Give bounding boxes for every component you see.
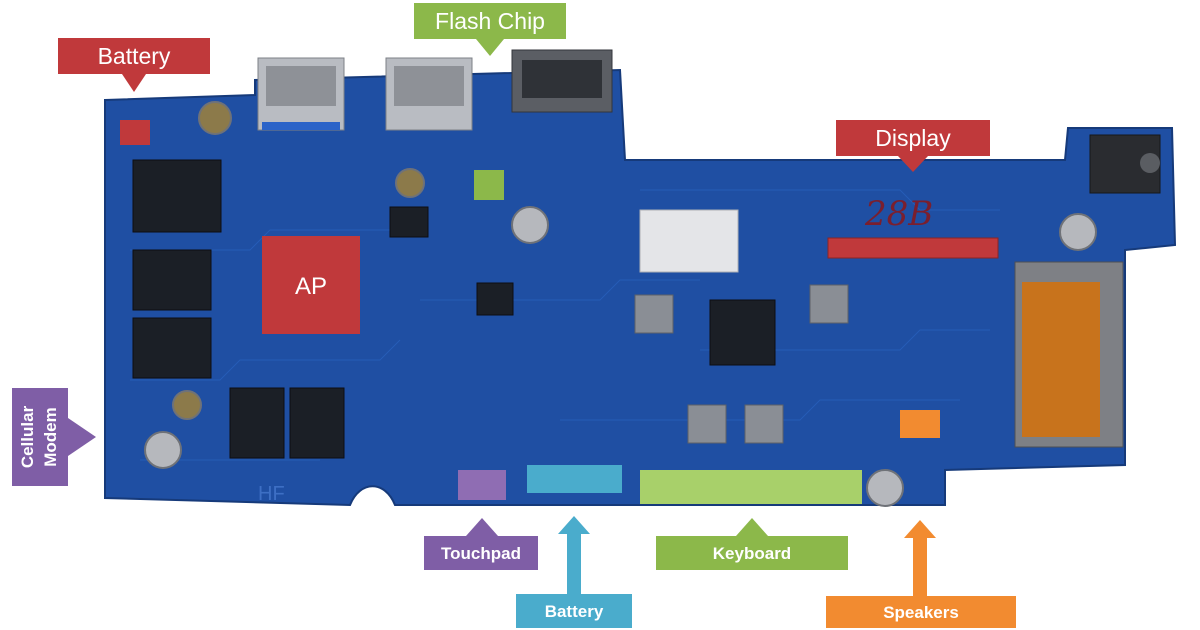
- speakers-arrow: [904, 520, 936, 596]
- flash-chip-arrow: [476, 39, 504, 56]
- wifi-module: [639, 209, 739, 273]
- keyboard-text: Keyboard: [713, 544, 791, 563]
- display-arrow: [898, 156, 928, 172]
- speaker-connector: [900, 410, 940, 438]
- keyboard-label: [656, 536, 848, 570]
- inductors: [634, 284, 849, 444]
- ram-chip-4: [289, 387, 345, 459]
- mounting-screws: [144, 101, 1097, 507]
- speakers-label: [826, 596, 1016, 628]
- speakers-text: Speakers: [883, 603, 959, 622]
- cellular-modem-text-line2: Modem: [41, 407, 60, 467]
- display-callout: Display: [836, 120, 990, 172]
- pcb-outline: [104, 68, 1177, 507]
- touchpad-text: Touchpad: [441, 544, 521, 563]
- usb-port-right: [385, 57, 473, 131]
- ap-label: AP: [295, 273, 327, 300]
- ram-chip-2: [132, 317, 212, 379]
- battery-connector-top: [120, 120, 150, 145]
- flash-chip-text: Flash Chip: [435, 8, 545, 34]
- cellular-modem-text-line1: Cellular: [18, 405, 37, 468]
- keyboard-connector: [640, 470, 862, 504]
- touchpad-label: [424, 536, 538, 570]
- battery-bottom-arrow: [558, 516, 590, 594]
- memory-chips: [132, 159, 776, 459]
- battery-bottom-label: [516, 594, 632, 628]
- display-text: Display: [875, 125, 951, 151]
- cellular-modem-label: [12, 388, 68, 486]
- speakers-callout: Speakers: [826, 520, 1016, 628]
- battery-top-arrow: [122, 74, 146, 92]
- flash-chip-label: [414, 3, 566, 39]
- touchpad-callout: Touchpad: [424, 518, 538, 570]
- battery-bottom-callout: Battery: [516, 516, 632, 628]
- handwritten-mark: 28B: [864, 194, 933, 234]
- flash-chip-marker: [474, 170, 504, 200]
- display-label: [836, 120, 990, 156]
- battery-top-callout: Battery: [58, 38, 210, 92]
- battery-top-text: Battery: [98, 43, 171, 69]
- battery-bottom-text: Battery: [545, 602, 604, 621]
- ic-chip-small: [476, 282, 514, 316]
- motherboard: 28B HF: [104, 49, 1177, 507]
- flash-memory-chip: [132, 159, 222, 233]
- touchpad-connector: [458, 470, 506, 500]
- keyboard-arrow: [736, 518, 768, 536]
- flash-chip-callout: Flash Chip: [414, 3, 566, 56]
- ic-chip-center: [709, 299, 776, 366]
- audio-jack: [1089, 134, 1161, 194]
- cellular-modem-arrow: [68, 418, 96, 456]
- ram-chip-3: [229, 387, 285, 459]
- keyboard-callout: Keyboard: [656, 518, 848, 570]
- ic-chip-top: [389, 206, 429, 238]
- battery-top-label: [58, 38, 210, 74]
- ram-chip-1: [132, 249, 212, 311]
- silkscreen-mark: HF: [258, 483, 285, 505]
- pcb-traces: [130, 189, 1000, 461]
- touchpad-arrow: [466, 518, 498, 536]
- ap-processor: AP: [262, 236, 360, 334]
- usb-port-left: [257, 57, 345, 131]
- hdmi-port: [511, 49, 613, 113]
- cellular-modem-callout: Cellular Modem: [12, 388, 96, 486]
- battery-connector-bottom: [527, 465, 622, 493]
- sd-card-slot: [1014, 261, 1124, 448]
- display-connector: [827, 237, 999, 259]
